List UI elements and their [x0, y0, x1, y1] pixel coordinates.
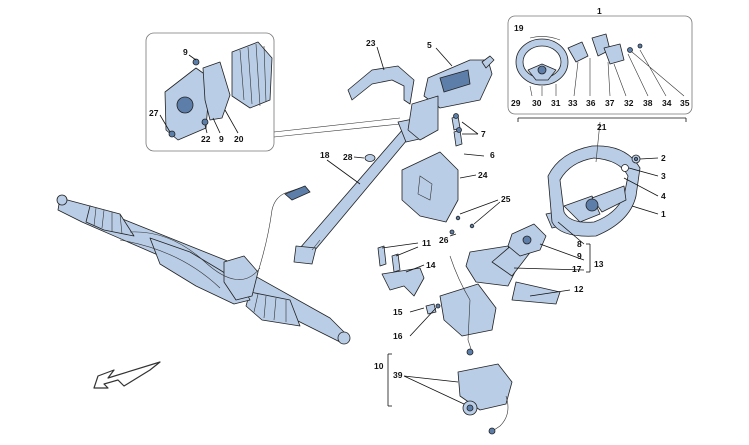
callout-6: 6 — [490, 150, 495, 160]
callout-12: 12 — [574, 284, 584, 294]
callout-33: 33 — [568, 98, 578, 108]
seal-grommet — [176, 96, 194, 114]
callout-35: 35 — [680, 98, 690, 108]
callout-9-lower: 9 — [219, 134, 224, 144]
steering-wheel-kit-inset — [507, 15, 693, 163]
callout-19: 19 — [514, 23, 524, 33]
kit-screw-35 — [637, 43, 643, 49]
nut-9-upper — [192, 58, 200, 66]
callout-5: 5 — [427, 40, 432, 50]
callout-37: 37 — [605, 98, 615, 108]
steering-column-switch — [439, 237, 561, 356]
tie-rod-end-left — [56, 194, 68, 206]
nut-27 — [168, 130, 176, 138]
pinion-housing — [223, 255, 259, 301]
callout-8: 8 — [577, 239, 582, 249]
callout-39: 39 — [393, 370, 403, 380]
callout-25: 25 — [501, 194, 511, 204]
clock-spring — [507, 223, 547, 257]
callout-labels: 1 19 29 30 31 33 36 37 32 38 34 35 21 9 … — [149, 6, 690, 380]
callout-28: 28 — [343, 152, 353, 162]
callout-1-wheel: 1 — [661, 209, 666, 219]
callout-24: 24 — [478, 170, 488, 180]
kit-steering-wheel — [515, 38, 569, 86]
washer-3 — [621, 164, 629, 172]
bolts-11 — [377, 245, 401, 273]
callout-2: 2 — [661, 153, 666, 163]
seal-inset-box — [145, 32, 401, 152]
callout-22: 22 — [201, 134, 211, 144]
callout-30: 30 — [532, 98, 542, 108]
callout-9-upper: 9 — [183, 47, 188, 57]
bracket-14 — [381, 267, 425, 297]
callout-11: 11 — [422, 238, 431, 248]
direction-arrow-icon — [93, 361, 161, 389]
callout-7: 7 — [481, 129, 486, 139]
callout-14: 14 — [426, 260, 436, 270]
hydraulic-lines — [119, 187, 301, 289]
callout-18: 18 — [320, 150, 330, 160]
clip-28 — [364, 154, 376, 162]
kit-screw-38 — [627, 47, 633, 53]
steering-column — [407, 55, 495, 141]
steering-wheel — [547, 145, 641, 237]
callout-26: 26 — [439, 235, 449, 245]
callout-20: 20 — [234, 134, 244, 144]
kit-switch-module — [603, 43, 625, 65]
bellows-boot — [231, 41, 273, 109]
callout-27: 27 — [149, 108, 159, 118]
column-cover-23 — [347, 65, 415, 105]
callout-1-kit: 1 — [597, 6, 602, 16]
callout-21: 21 — [597, 122, 607, 132]
callout-16: 16 — [393, 331, 403, 341]
rack-boot-right — [245, 291, 301, 327]
washer-16 — [435, 303, 441, 309]
column-lower-housing — [401, 151, 459, 223]
callout-15: 15 — [393, 307, 403, 317]
leader-lines — [326, 46, 659, 407]
ignition-lock — [457, 363, 513, 435]
callout-31: 31 — [551, 98, 561, 108]
callout-4: 4 — [661, 191, 666, 201]
fastener-25-a — [455, 215, 461, 221]
rack-boot-left — [85, 205, 135, 237]
kit-cable-19 — [529, 36, 561, 41]
callout-3: 3 — [661, 171, 666, 181]
tie-rod-end-right — [337, 331, 351, 345]
kit-paddle-left — [567, 41, 589, 63]
fastener-26 — [449, 229, 455, 235]
callout-17: 17 — [572, 264, 582, 274]
callout-38: 38 — [643, 98, 653, 108]
steering-rack — [56, 185, 351, 345]
nut-9-lower — [201, 118, 209, 126]
screw-15 — [425, 303, 437, 315]
seal-gasket — [202, 61, 231, 121]
callout-34: 34 — [662, 98, 672, 108]
callout-9-right: 9 — [577, 251, 582, 261]
callout-23: 23 — [366, 38, 376, 48]
fastener-25-b — [469, 223, 475, 229]
callout-29: 29 — [511, 98, 521, 108]
callout-10: 10 — [374, 361, 384, 371]
callout-32: 32 — [624, 98, 634, 108]
callout-36: 36 — [586, 98, 596, 108]
column-bolts — [451, 113, 463, 147]
callout-13: 13 — [594, 259, 604, 269]
